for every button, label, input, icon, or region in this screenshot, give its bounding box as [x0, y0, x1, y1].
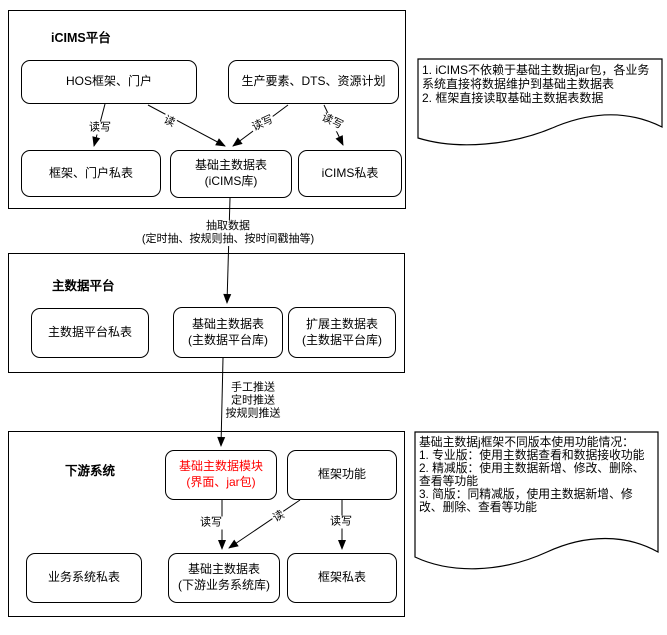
node-production-dts-resource: 生产要素、DTS、资源计划 — [228, 60, 399, 104]
node-framework-function: 框架功能 — [287, 450, 397, 500]
node-frame-portal-private-table: 框架、门户私表 — [21, 150, 161, 197]
edge-label-read-write-9: 读写 — [329, 515, 353, 529]
icims-platform-title: iCIMS平台 — [51, 31, 111, 45]
edge-label-read-write-7: 读写 — [199, 516, 223, 530]
node-business-system-private-table: 业务系统私表 — [26, 553, 142, 603]
node-base-master-table-downstream-db: 基础主数据表 (下游业务系统库) — [168, 553, 280, 603]
note-icims-text: 1. iCIMS不依赖于基础主数据jar包，各业务 系统直接将数据维护到基础主数… — [422, 63, 650, 105]
edge-label-extract-data: 抽取数据 (定时抽、按规则抽、按时间戳抽等) — [140, 220, 316, 246]
downstream-system-title: 下游系统 — [65, 464, 116, 478]
master-data-platform-title: 主数据平台 — [52, 279, 115, 293]
node-base-master-table-icims-db: 基础主数据表 (iCIMS库) — [170, 150, 292, 198]
node-mdp-private-table: 主数据平台私表 — [31, 308, 149, 358]
node-base-master-table-mdp-db: 基础主数据表 (主数据平台库) — [173, 307, 283, 358]
edge-label-read-write-1: 读写 — [88, 121, 112, 135]
node-extended-master-table-mdp-db: 扩展主数据表 (主数据平台库) — [288, 307, 396, 358]
note-versions-text: 基础主数据j框架不同版本使用功能情况： 1. 专业版：使用主数据查看和数据接收功… — [419, 435, 645, 514]
node-icims-private-table: iCIMS私表 — [298, 150, 402, 197]
node-framework-private-table: 框架私表 — [287, 553, 397, 603]
edge-label-push-data: 手工推送 定时推送 按规则推送 — [224, 381, 282, 421]
node-base-master-data-module: 基础主数据模块 (界面、jar包) — [165, 450, 277, 500]
node-hos-framework-portal: HOS框架、门户 — [21, 60, 197, 104]
